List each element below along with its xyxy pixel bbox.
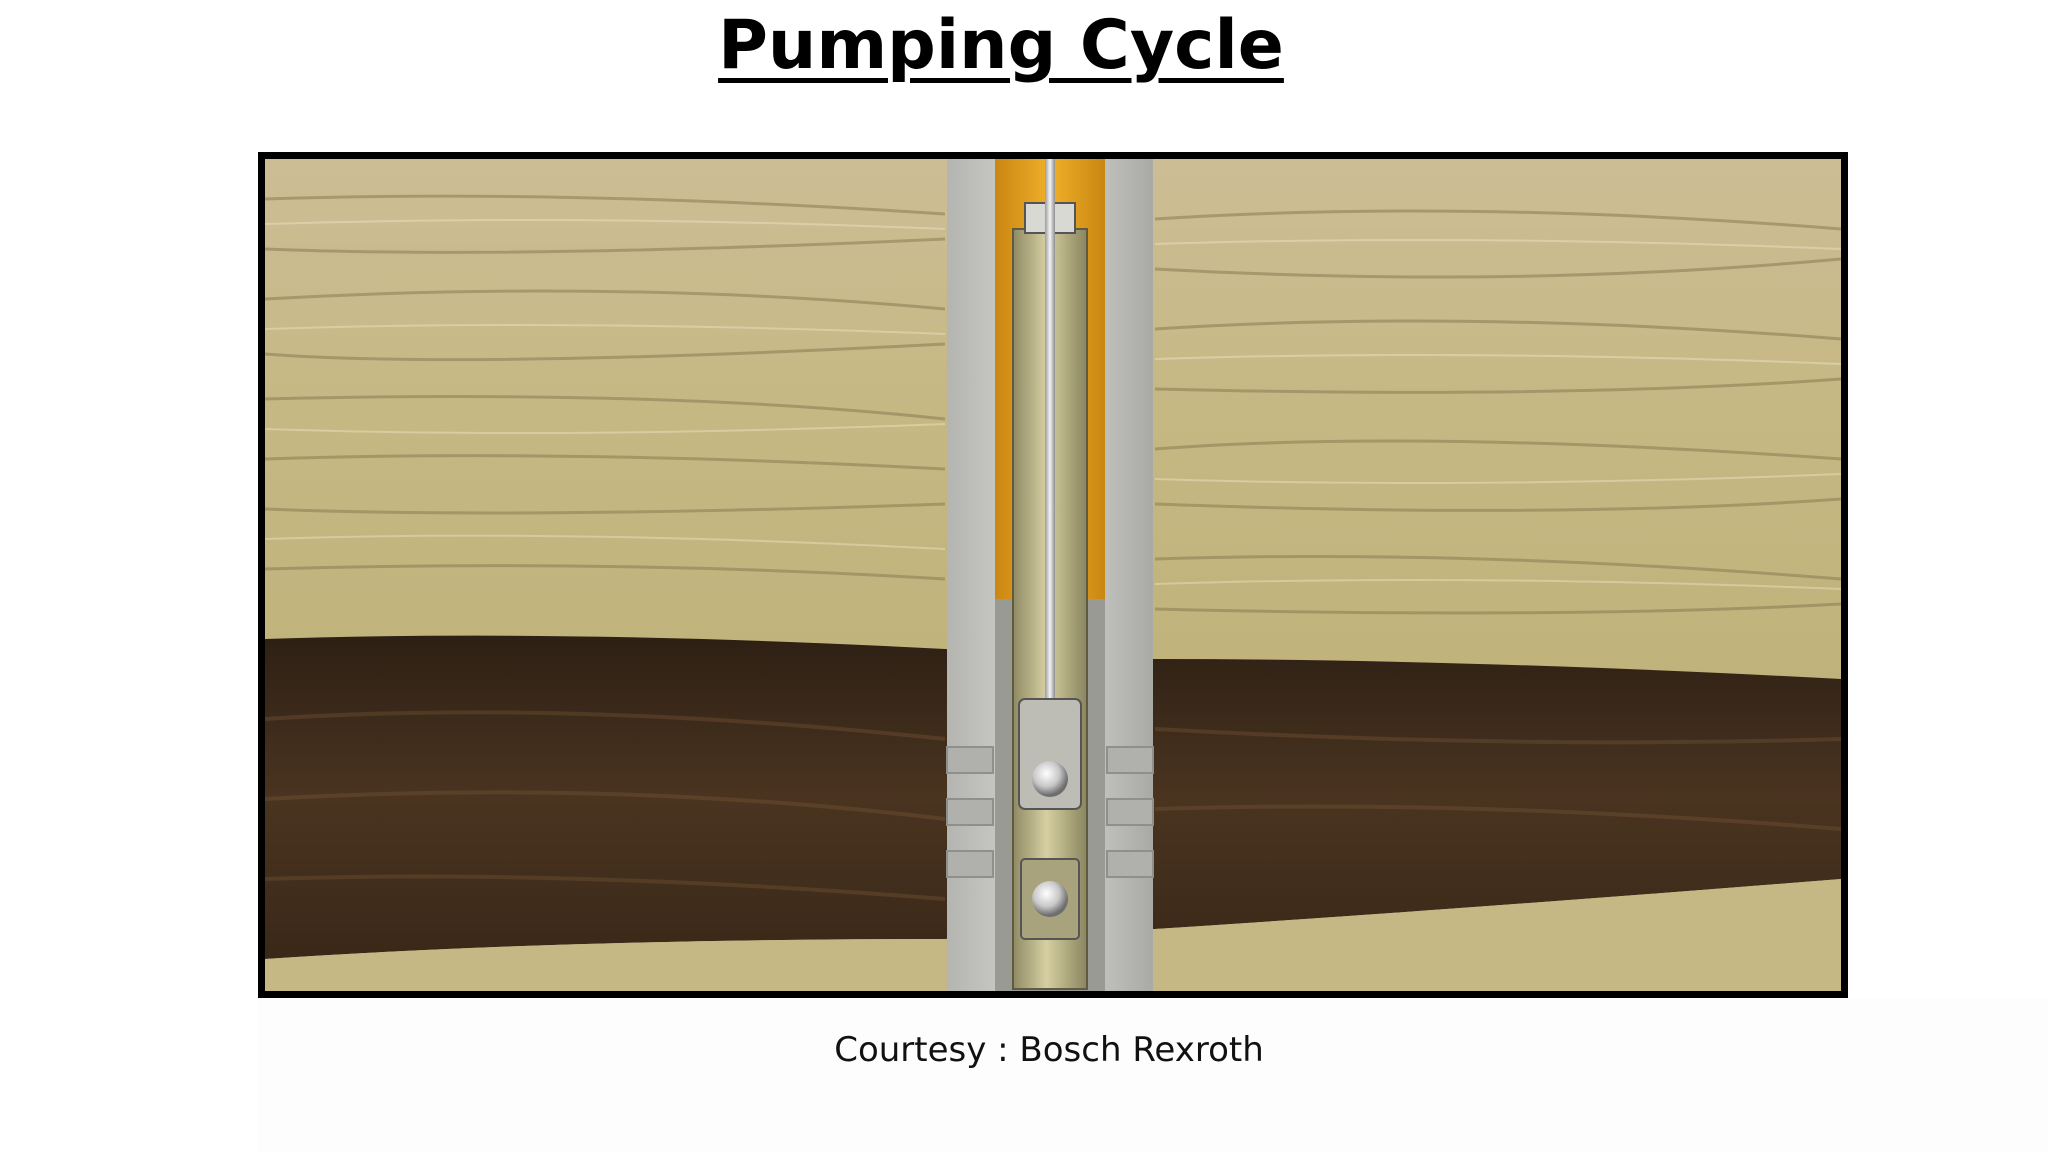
caption-panel — [258, 998, 2048, 1152]
sucker-rod — [1045, 159, 1055, 699]
oil-layer-texture — [265, 710, 1841, 901]
travelling-valve-ball — [1032, 761, 1068, 797]
pump-illustration — [265, 159, 1841, 991]
pump-illustration-frame — [258, 152, 1848, 998]
perforations — [946, 746, 1154, 878]
standing-valve-ball — [1032, 881, 1068, 917]
slide-title: Pumping Cycle — [718, 6, 1284, 85]
rock-highlight-lines — [265, 219, 1841, 590]
image-credit: Courtesy : Bosch Rexroth — [834, 1030, 1264, 1070]
rock-strata-lines — [265, 194, 1841, 615]
